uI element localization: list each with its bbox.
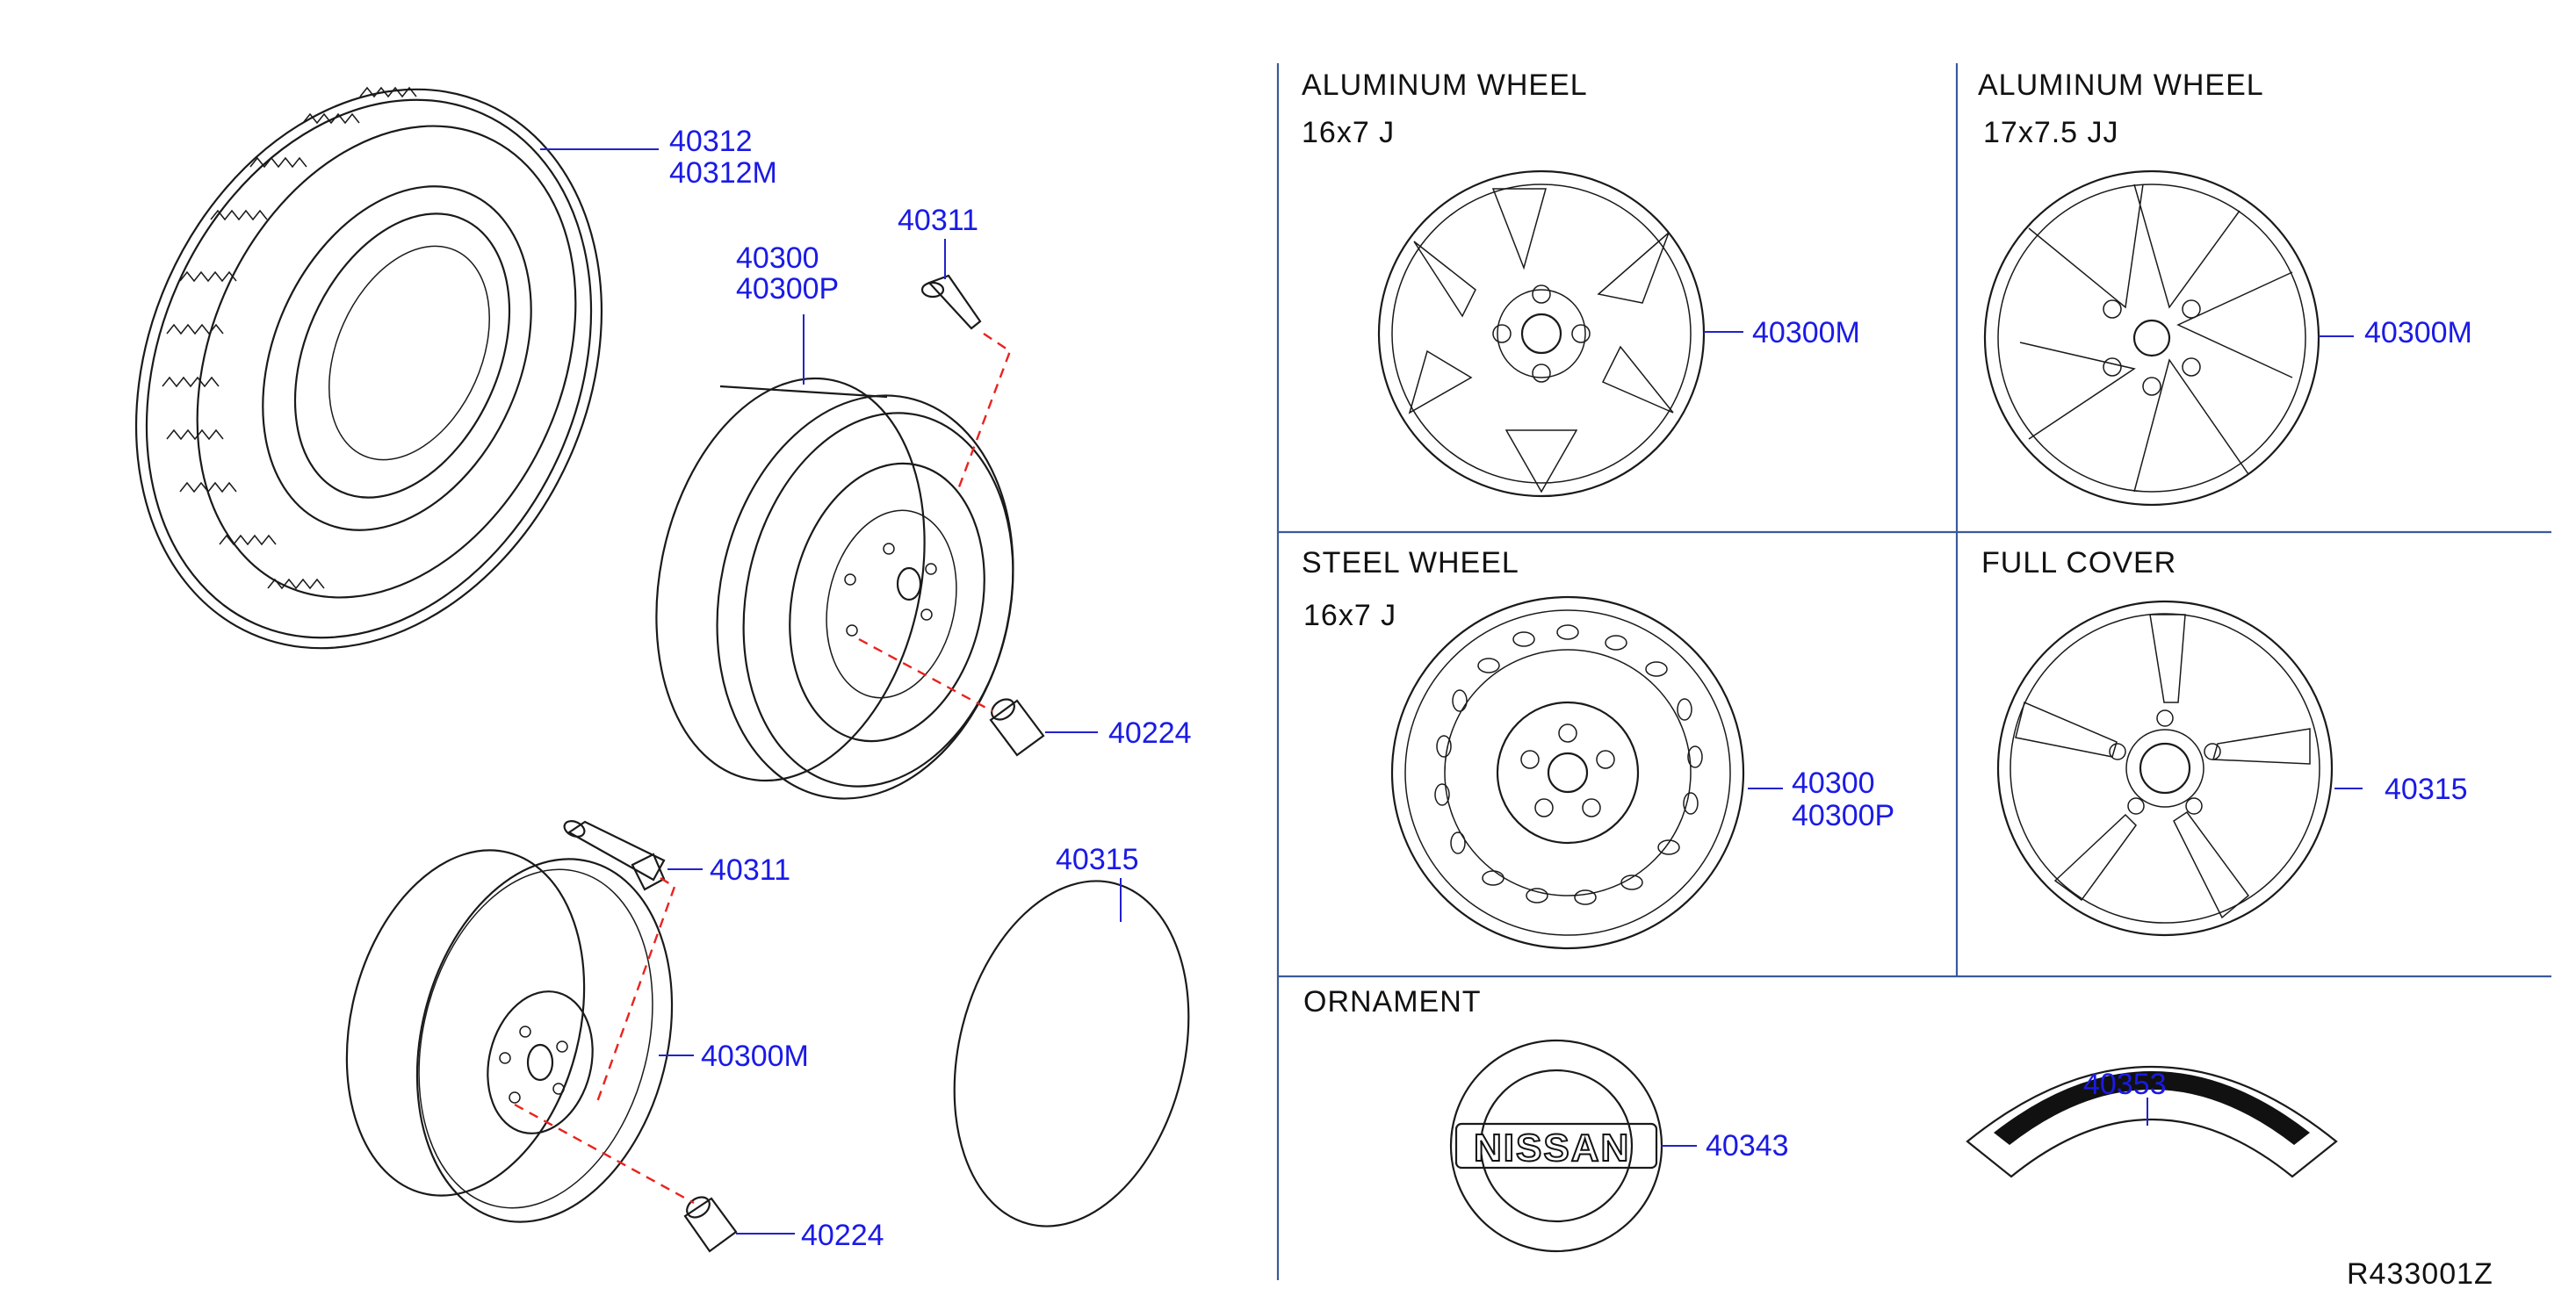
panel-size-steel: 16x7 J [1303, 599, 1396, 632]
tire-illustration [134, 86, 659, 650]
panel-part-full-cover: 40315 [2385, 773, 2468, 806]
aluminum-wheel-17-drawing [1983, 169, 2354, 507]
panel-part-emblem: 40343 [1706, 1129, 1789, 1163]
wheel-cover-illustration [953, 878, 1190, 1227]
nut-top-part-number: 40224 [1108, 716, 1192, 750]
valve-stem-top [920, 239, 982, 330]
panel-part-steel-alt: 40300P [1792, 799, 1894, 832]
wheel-part-number-alt: 40300P [736, 272, 839, 306]
steel-wheel-drawing [1390, 595, 1783, 950]
lug-nut-top [989, 698, 1098, 757]
full-cover-drawing [1996, 600, 2363, 937]
cover-part-number: 40315 [1056, 843, 1139, 876]
tire-part-number: 40312 [669, 125, 753, 158]
aluminum-wheel-16-drawing [1377, 169, 1743, 498]
panel-part-steel: 40300 [1792, 767, 1875, 800]
panel-part-aluminum-16: 40300M [1752, 316, 1860, 349]
nissan-emblem-drawing [1449, 1039, 1697, 1253]
tire-part-number-alt: 40312M [669, 156, 777, 190]
diagram-id: R433001Z [2347, 1257, 2493, 1291]
alu-wheel-part-number: 40300M [701, 1040, 809, 1073]
panel-part-aluminum-17: 40300M [2364, 316, 2472, 349]
wheel-part-number: 40300 [736, 241, 819, 275]
panel-title-ornament: ORNAMENT [1303, 985, 1482, 1019]
valve-stem-bottom [563, 820, 703, 891]
nissan-emblem-text: NISSAN [1474, 1127, 1630, 1170]
nut-bottom-part-number: 40224 [801, 1219, 884, 1252]
valve-bottom-part-number: 40311 [710, 853, 790, 887]
aluminum-wheel-illustration [345, 849, 694, 1223]
panel-part-label: 40353 [2083, 1068, 2167, 1101]
panel-title-steel: STEEL WHEEL [1302, 546, 1519, 580]
panel-title-aluminum-16: ALUMINUM WHEEL [1302, 68, 1588, 102]
panel-grid [1276, 63, 2551, 1280]
panel-size-aluminum-16: 16x7 J [1302, 116, 1395, 149]
valve-top-part-number: 40311 [898, 204, 978, 237]
lug-nut-bottom [683, 1196, 795, 1253]
panel-size-aluminum-17: 17x7.5 JJ [1983, 116, 2119, 149]
steel-wheel-illustration [655, 314, 1014, 800]
panel-title-aluminum-17: ALUMINUM WHEEL [1978, 68, 2264, 102]
tire-label-drawing [1966, 1066, 2338, 1178]
panel-title-full-cover: FULL COVER [1981, 546, 2176, 580]
